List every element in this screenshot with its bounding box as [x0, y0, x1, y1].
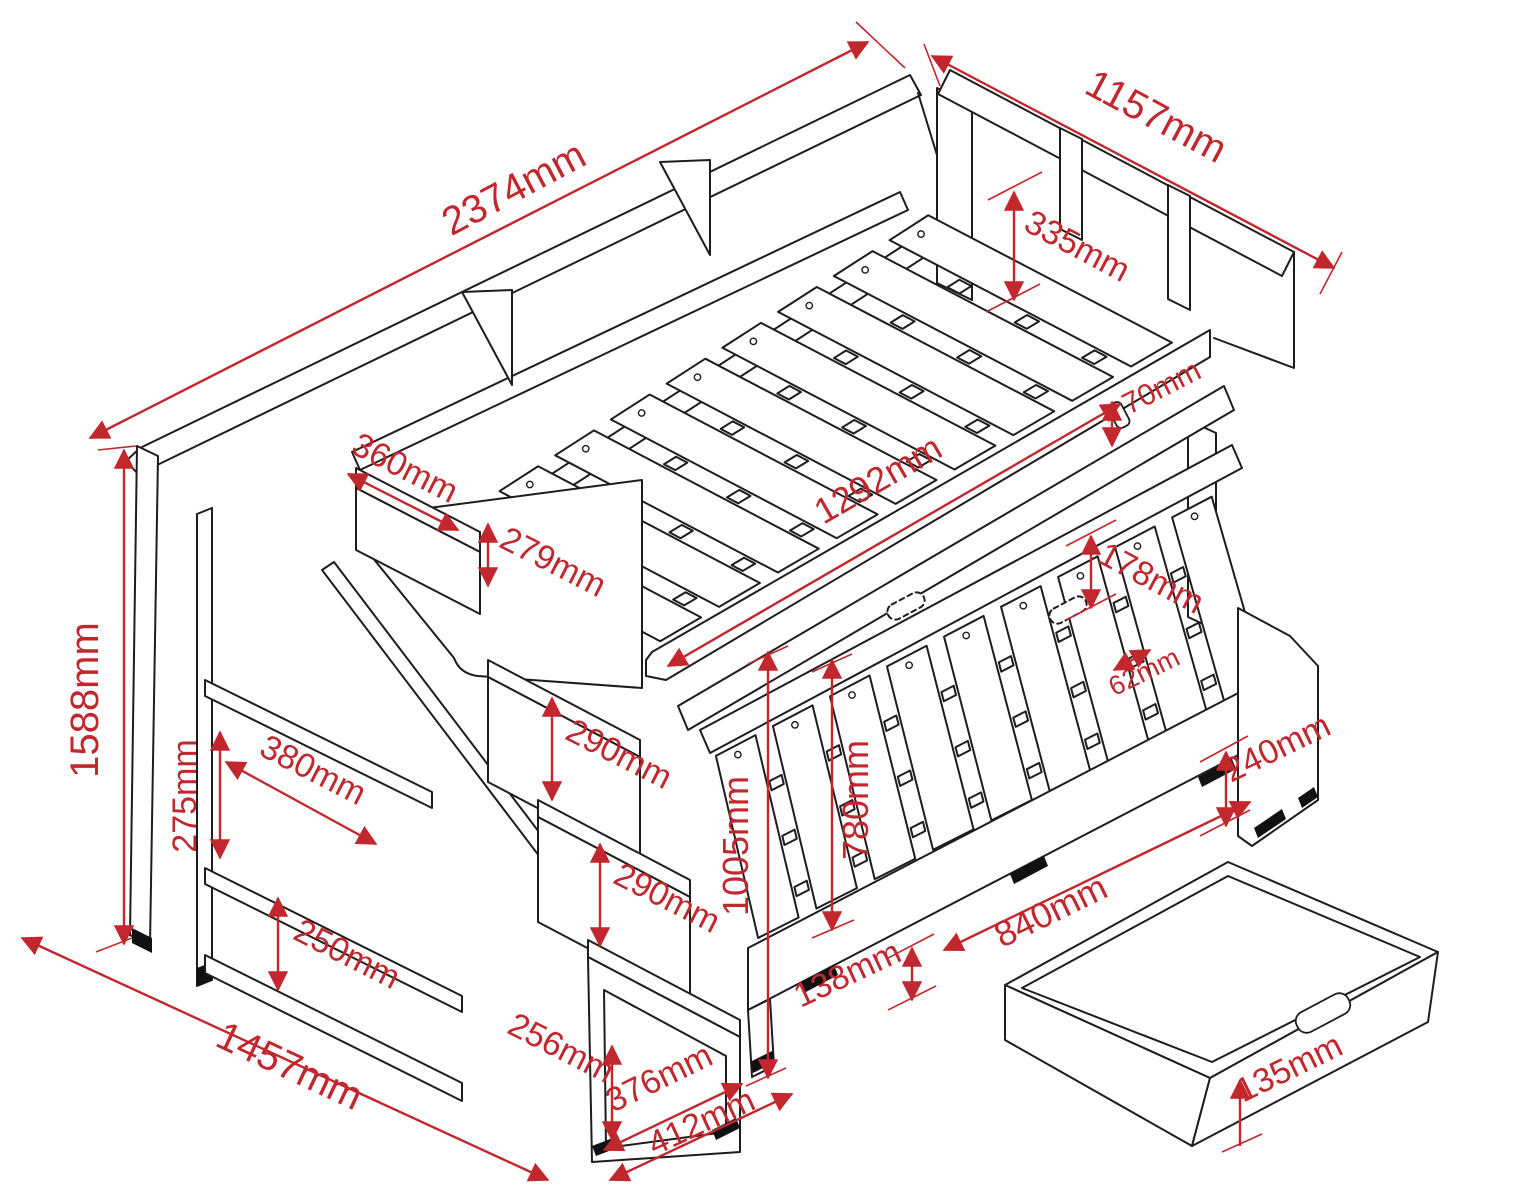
dimension-side-depth: 1457mm: [20, 936, 550, 1182]
dim-label-overall-length: 2374mm: [435, 133, 593, 245]
slat-gap-mark: [898, 384, 925, 400]
slat-gap-mark: [1112, 595, 1130, 614]
end-gate-post-2: [1167, 184, 1191, 311]
wall-top-rail: [139, 74, 922, 469]
slat-gap-mark: [967, 791, 985, 809]
slat-screw-hole: [693, 373, 702, 382]
end-corner-edges: [1213, 251, 1295, 369]
slat-gap-mark: [997, 655, 1015, 673]
slat-gap-mark: [946, 278, 973, 295]
slat-screw-hole: [962, 631, 971, 640]
slat-gap-mark: [1142, 703, 1160, 721]
slat-screw-hole: [749, 337, 758, 346]
dim-label-lower-clearance: 780mm: [835, 740, 876, 860]
slat-screw-hole: [805, 301, 814, 310]
slat-screw-hole: [848, 691, 856, 699]
left-end-wall: [129, 445, 159, 946]
dimension-underbunk-clearance: 1005mm: [715, 645, 789, 1087]
dimension-overall-height: 1588mm: [63, 445, 137, 953]
slat-gap-mark: [1083, 732, 1101, 750]
slat-screw-hole: [525, 480, 534, 489]
slat-gap-mark: [793, 879, 810, 898]
slat-gap-mark: [954, 739, 972, 758]
dimension-cubby-height: 275mm: [166, 730, 231, 860]
slat-screw-hole: [581, 444, 590, 453]
dimension-lower-clearance: 780mm: [811, 653, 876, 939]
slat-screw-hole: [1133, 542, 1142, 551]
slat-gap-mark: [1169, 566, 1187, 584]
bed-line-art: [125, 69, 1439, 1163]
slat-gap-mark: [940, 684, 958, 703]
slat-gap-mark: [1022, 383, 1050, 400]
underbed-drawer: [1004, 861, 1439, 1147]
slat-screw-hole: [1076, 572, 1085, 580]
slat-gap-mark: [1055, 625, 1072, 643]
slat-gap-mark: [1185, 621, 1203, 640]
slat-gap-mark: [768, 773, 785, 792]
slat-gap-mark: [1025, 761, 1043, 780]
slat-gap-mark: [889, 314, 916, 330]
slat-gap-mark: [1070, 680, 1087, 699]
slat-gap-mark: [883, 714, 900, 732]
slat-screw-hole: [917, 230, 925, 238]
slat-screw-hole: [861, 265, 870, 274]
slat-screw-hole: [637, 409, 646, 417]
shelf-bracket-1: [461, 289, 513, 386]
slat-screw-hole: [791, 720, 799, 729]
slat-gap-mark: [896, 769, 914, 787]
base-foot-1: [800, 965, 838, 993]
slat-gap-mark: [1012, 710, 1030, 728]
bed-slat: [828, 674, 917, 881]
drawer-front-face: [1191, 951, 1439, 1147]
slat-gap-mark: [1081, 349, 1108, 366]
slat-screw-hole: [733, 750, 742, 759]
slat-gap-mark: [1013, 314, 1041, 330]
slat-screw-hole: [905, 661, 914, 670]
footboard-foot-2: [1298, 787, 1318, 808]
dim-label-cubby-clearance: 250mm: [288, 912, 406, 997]
slat-gap-mark: [851, 850, 869, 868]
slat-gap-mark: [781, 828, 798, 847]
slat-gap-mark: [956, 349, 983, 365]
slat-screw-hole: [1190, 512, 1199, 521]
slat-gap-mark: [909, 820, 927, 839]
dim-label-cubby-height: 275mm: [166, 739, 204, 852]
footboard-foot-1: [1254, 809, 1286, 838]
dim-label-overall-height: 1588mm: [63, 622, 107, 778]
dim-label-underbunk-clearance: 1005mm: [715, 776, 756, 916]
dimension-cubby-width: 380mm: [224, 728, 378, 846]
slat-screw-hole: [1019, 601, 1028, 610]
drawer-handle-notch: [1294, 992, 1352, 1034]
slat-gap-mark: [1200, 673, 1218, 692]
